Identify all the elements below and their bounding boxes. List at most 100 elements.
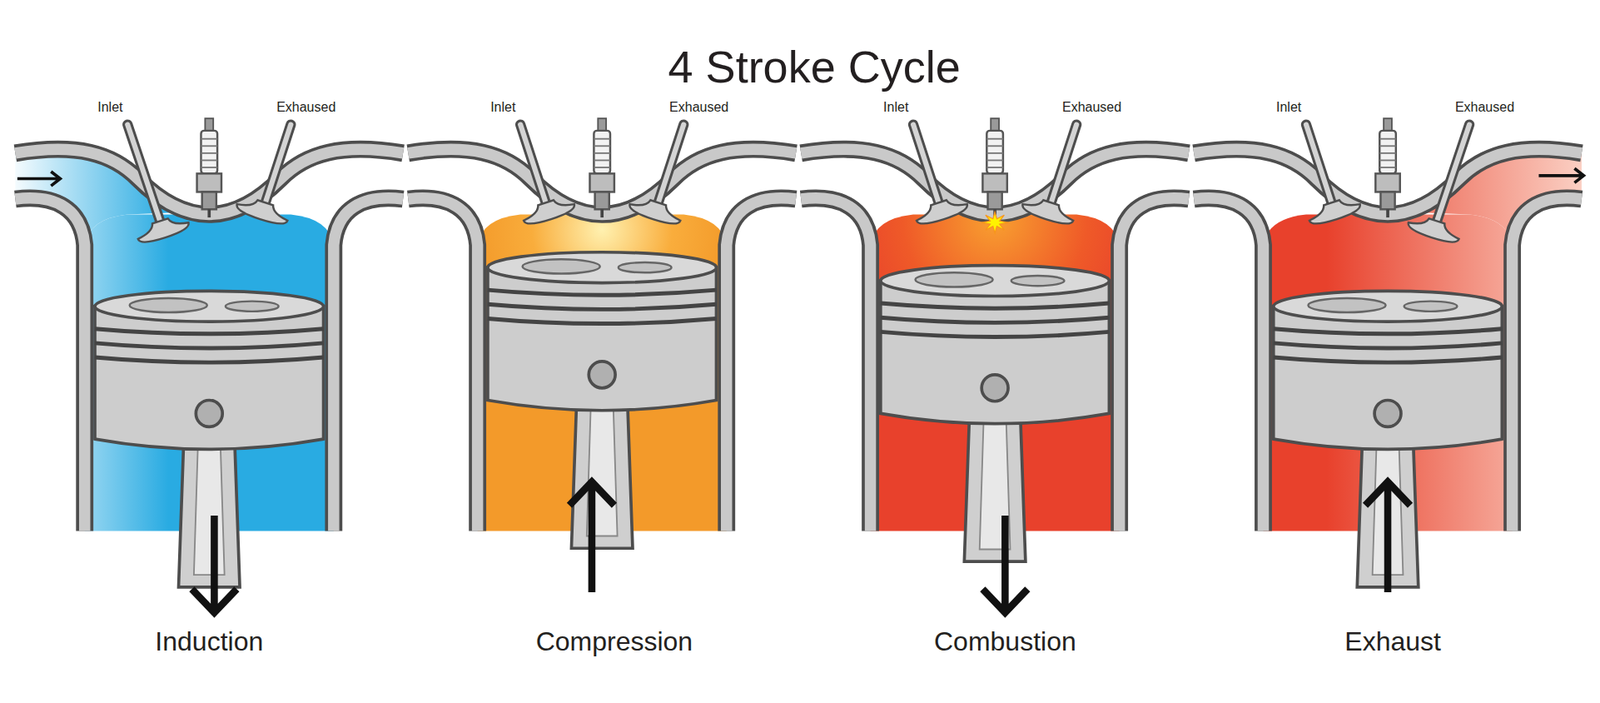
cylinder-figure: [1193, 118, 1584, 592]
plug-rib: [200, 166, 218, 169]
cylinder-wall: [800, 198, 870, 532]
plug-rib: [593, 166, 611, 169]
piston-ring: [1273, 328, 1503, 334]
plug-hex: [197, 173, 222, 192]
stroke-name: Combustion: [934, 625, 1077, 656]
label-wrap: Exhaused: [1062, 99, 1122, 115]
cylinder-wall: [333, 198, 403, 532]
valve-stem-face: [1306, 124, 1335, 213]
plug-electrode: [207, 208, 211, 218]
spark-plug: [982, 118, 1007, 218]
piston-crown: [880, 265, 1110, 297]
spark: [981, 211, 1009, 233]
valve-stem: [1048, 124, 1077, 213]
piston-crown: [1273, 290, 1503, 322]
piston-ring: [880, 317, 1110, 323]
plug-thread: [988, 191, 1003, 209]
plug-thread: [595, 191, 610, 209]
valve-stem: [262, 124, 291, 213]
rod-web: [193, 443, 225, 575]
stroke-name: Compression: [536, 625, 694, 656]
plug-insulator: [986, 130, 1004, 174]
plug-rib: [1379, 166, 1397, 169]
label-wrap: Induction: [154, 625, 264, 656]
spark-plug: [589, 118, 614, 218]
exhaust-valve-label: Exhaused: [1062, 99, 1122, 115]
cylinder-wall: [1512, 198, 1582, 532]
valve-head: [234, 193, 291, 227]
exhaust-valve-label: Exhaused: [276, 99, 336, 115]
plug-insulator: [593, 130, 611, 174]
valve-stem-face: [1048, 124, 1077, 213]
plug-hex: [589, 173, 614, 192]
valve-relief: [1404, 301, 1458, 312]
cylinder-wall: [1193, 198, 1263, 532]
label-wrap: Exhaused: [669, 99, 729, 115]
plug-terminal: [990, 118, 999, 131]
cylinder-wall-face: [407, 198, 478, 532]
motion-arrow: [191, 515, 237, 612]
piston-pin: [1374, 400, 1402, 428]
valve-relief: [225, 301, 279, 312]
plug-rib: [986, 144, 1004, 147]
plug-rib: [1379, 159, 1397, 162]
plug-thread: [202, 191, 217, 209]
valve-relief: [1011, 275, 1065, 286]
plug-rib: [1379, 138, 1397, 140]
valve-relief: [1307, 298, 1386, 313]
stroke-name: Exhaust: [1344, 625, 1441, 656]
piston-ring: [487, 289, 717, 295]
label-wrap: Inlet: [1276, 99, 1302, 115]
stroke-name: Induction: [154, 625, 264, 656]
flow-arrow: [1538, 168, 1584, 183]
valve-stem: [127, 124, 164, 231]
plug-rib: [593, 138, 611, 140]
valve-stem-face: [262, 124, 291, 213]
piston-ring: [880, 331, 1110, 337]
valve-stem: [913, 124, 942, 213]
valve-head: [134, 213, 191, 246]
motion-arrow: [1365, 481, 1411, 592]
piston-crown: [94, 290, 324, 322]
piston-body: [880, 280, 1110, 424]
piston-ring: [880, 303, 1110, 309]
plug-rib: [200, 138, 218, 140]
plug-terminal: [597, 118, 607, 131]
valve-relief: [522, 258, 601, 274]
motion-arrow: [569, 481, 615, 592]
valve-head: [1306, 193, 1362, 227]
piston-body: [94, 306, 324, 450]
plug-insulator: [1379, 130, 1397, 174]
cylinder-wall: [14, 198, 85, 532]
piston-ring: [1273, 342, 1503, 348]
valve-relief: [915, 272, 994, 287]
piston-ring: [94, 342, 324, 348]
cylinder-wall-face: [726, 198, 796, 532]
valve-stem: [1433, 124, 1470, 231]
piston-ring: [1273, 357, 1503, 363]
piston-ring: [94, 328, 324, 334]
valve-stem: [655, 124, 684, 213]
plug-electrode: [1386, 208, 1390, 218]
cylinder-wall: [1119, 198, 1189, 532]
cylinder-figure: [800, 118, 1189, 612]
spark-plug: [197, 118, 222, 218]
label-wrap: Combustion: [934, 625, 1077, 656]
cylinder-figure: [14, 118, 403, 612]
cylinder-wall: [407, 198, 478, 532]
plug-rib: [986, 152, 1004, 155]
plug-rib: [200, 144, 218, 147]
flow-arrow: [17, 171, 60, 186]
cylinder-wall: [726, 198, 796, 532]
label-wrap: Inlet: [883, 99, 909, 115]
piston-body: [1273, 306, 1503, 450]
plug-thread: [1380, 191, 1395, 209]
spark-plug: [1375, 118, 1400, 218]
valve-stem: [1306, 124, 1335, 213]
cylinder-wall-face: [333, 198, 403, 532]
plug-terminal: [204, 118, 214, 131]
plug-rib: [593, 144, 611, 147]
inlet-valve-label: Inlet: [490, 99, 516, 115]
